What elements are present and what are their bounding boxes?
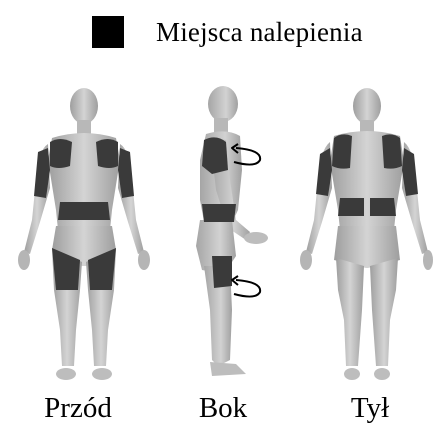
body-figures	[0, 70, 433, 398]
view-label-front: Przód	[44, 392, 112, 425]
side-figure	[196, 86, 268, 376]
view-label-side: Bok	[199, 392, 247, 425]
back-figure	[300, 88, 433, 380]
front-figure	[18, 88, 150, 380]
legend-swatch	[92, 16, 124, 48]
rotation-arrow-lower-icon	[232, 276, 260, 297]
legend-label: Miejsca nalepienia	[156, 17, 363, 48]
view-label-back: Tył	[351, 392, 389, 425]
legend: Miejsca nalepienia	[92, 14, 363, 50]
